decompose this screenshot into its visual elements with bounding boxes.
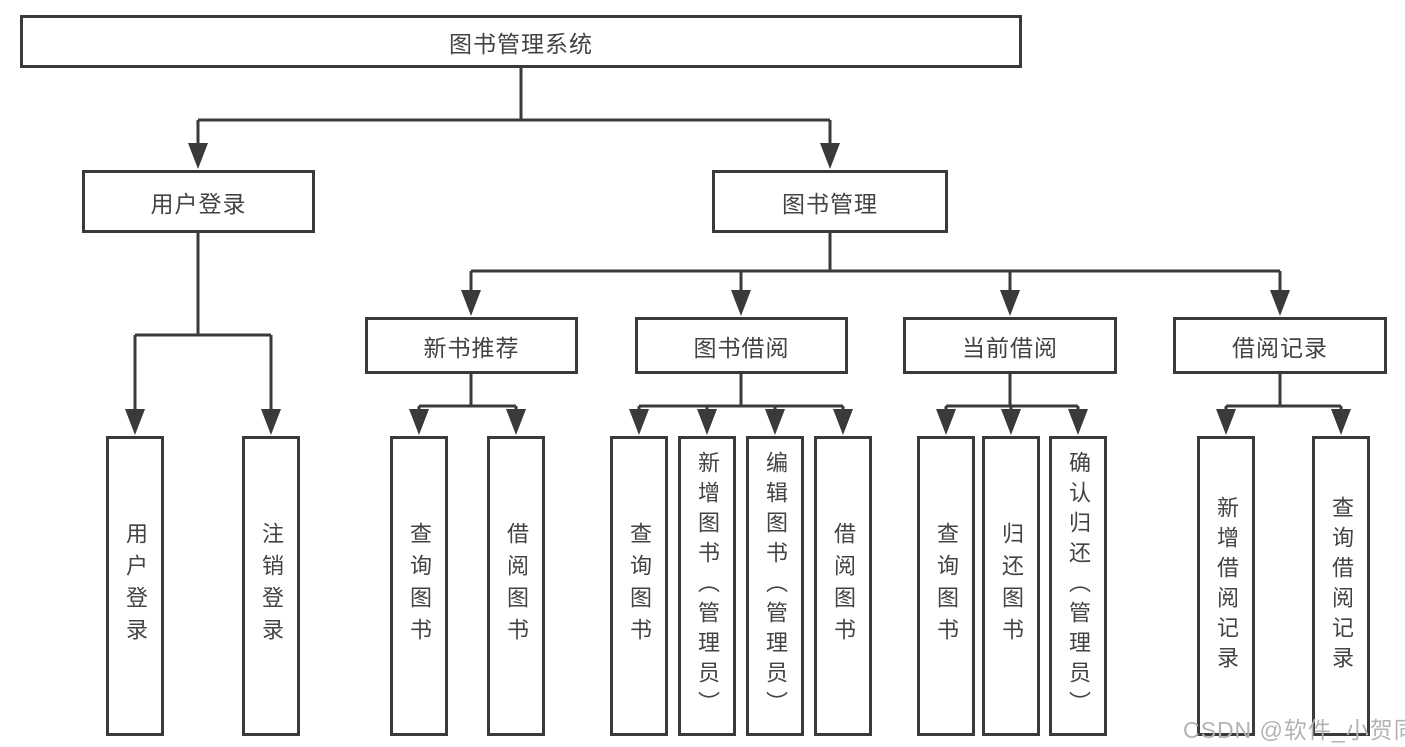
leaf-borrow-books-recommend: 借阅图书 <box>487 436 545 736</box>
node-borrowing-records: 借阅记录 <box>1173 317 1387 374</box>
leaf-add-borrow-record: 新增借阅记录 <box>1197 436 1255 736</box>
leaf-query-books-recommend: 查询图书 <box>390 436 448 736</box>
node-current-borrowing: 当前借阅 <box>903 317 1117 374</box>
leaf-confirm-return-admin: 确认归还（管理员） <box>1049 436 1107 736</box>
leaf-add-book-admin: 新增图书（管理员） <box>678 436 736 736</box>
leaf-user-login: 用户登录 <box>106 436 164 736</box>
node-book-management: 图书管理 <box>712 170 948 233</box>
leaf-query-borrow-record: 查询借阅记录 <box>1312 436 1370 736</box>
node-book-borrowing: 图书借阅 <box>635 317 848 374</box>
leaf-query-books-current: 查询图书 <box>917 436 975 736</box>
node-user-login: 用户登录 <box>82 170 315 233</box>
node-label: 图书管理系统 <box>449 30 593 57</box>
node-label: 新书推荐 <box>423 334 520 361</box>
leaf-logout: 注销登录 <box>242 436 300 736</box>
node-label: 图书管理 <box>782 190 878 217</box>
leaf-query-books-borrow: 查询图书 <box>610 436 668 736</box>
node-label: 借阅记录 <box>1232 334 1328 361</box>
node-library-management-system: 图书管理系统 <box>20 15 1022 68</box>
csdn-watermark: CSDN @软件_小贺同学 <box>1183 717 1405 743</box>
leaf-edit-book-admin: 编辑图书（管理员） <box>746 436 804 736</box>
leaf-return-book: 归还图书 <box>982 436 1040 736</box>
node-new-book-recommendation: 新书推荐 <box>365 317 578 374</box>
node-label: 用户登录 <box>150 190 247 217</box>
node-label: 图书借阅 <box>693 334 790 361</box>
leaf-borrow-books-borrow: 借阅图书 <box>814 436 872 736</box>
node-label: 当前借阅 <box>962 334 1058 361</box>
